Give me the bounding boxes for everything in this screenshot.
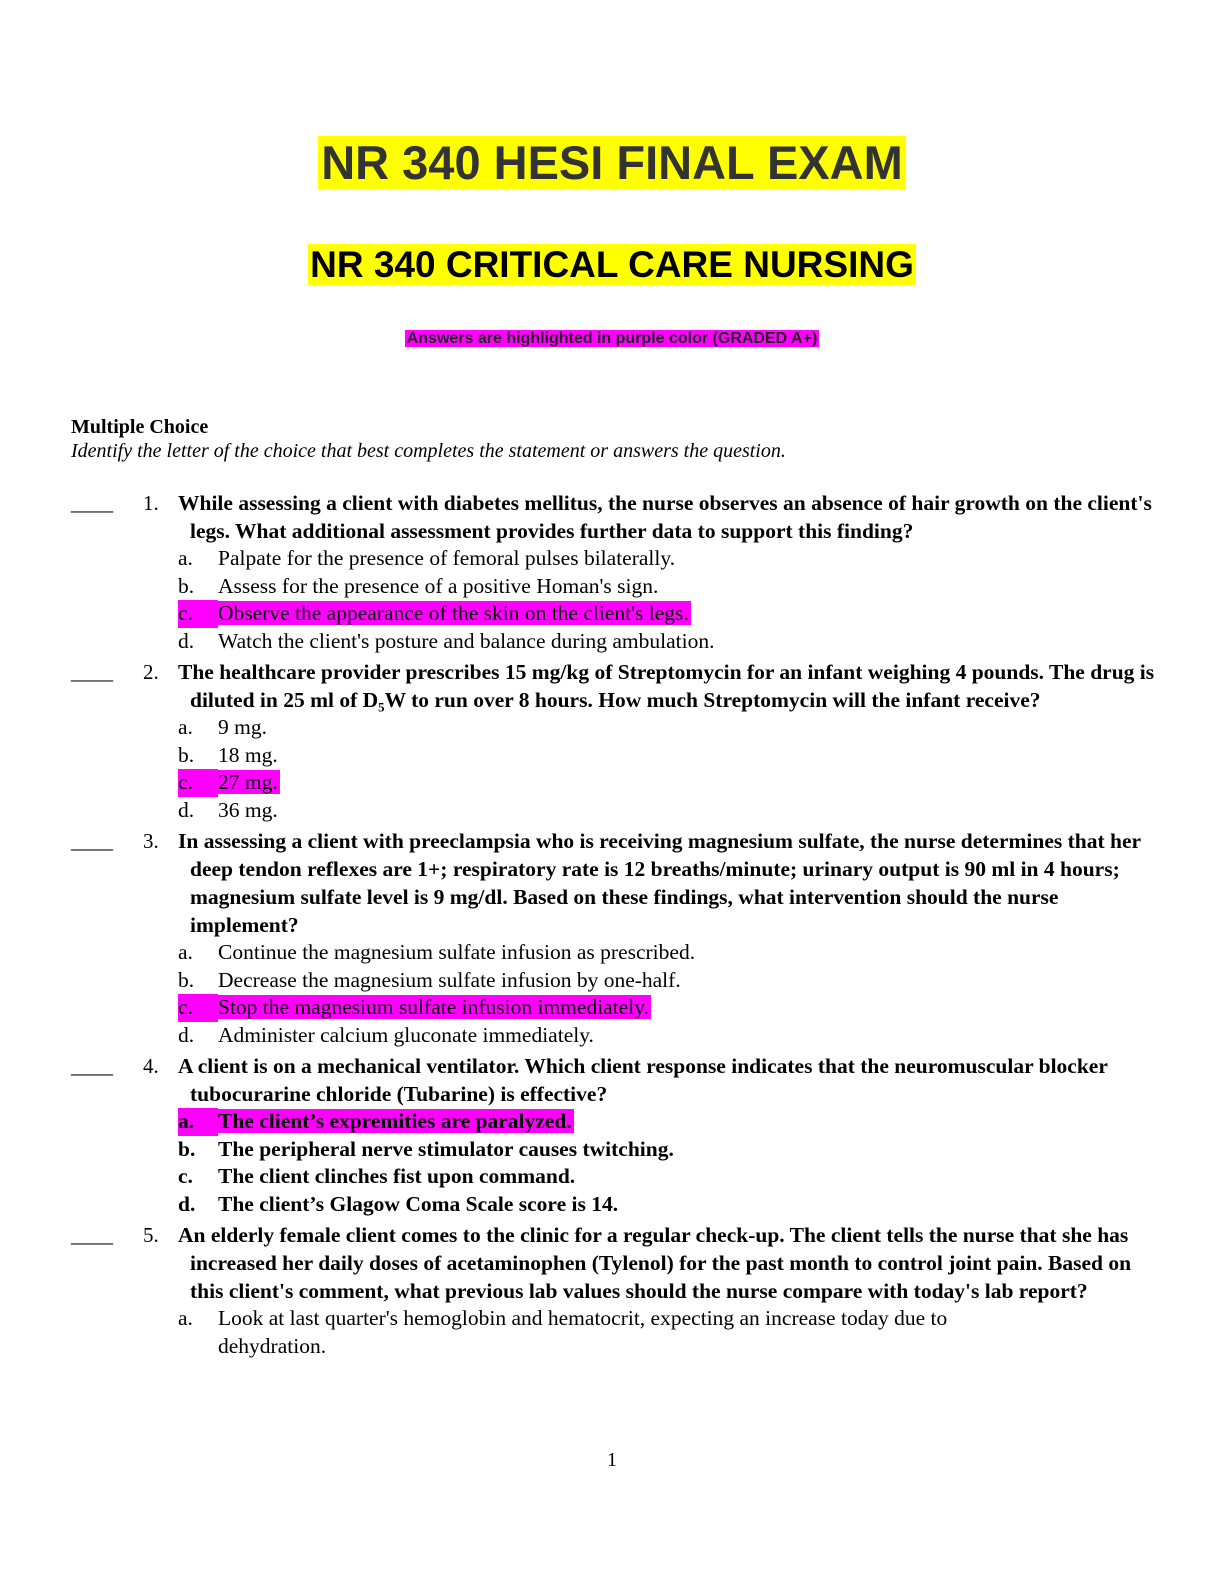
document-subtitle: NR 340 CRITICAL CARE NURSING	[308, 244, 916, 285]
title-line: NR 340 HESI FINAL EXAM	[0, 134, 1224, 192]
choice-c-correct-answer[interactable]: c. Stop the magnesium sulfate infusion i…	[178, 994, 1161, 1022]
choice-list: a. Continue the magnesium sulfate infusi…	[178, 939, 1161, 1049]
choice-b[interactable]: b. 18 mg.	[178, 742, 1161, 770]
choice-c[interactable]: c. The client clinches fist upon command…	[178, 1163, 1161, 1191]
choice-d[interactable]: d. 36 mg.	[178, 797, 1161, 825]
choice-letter: c.	[178, 1164, 193, 1188]
choice-text: The client’s Glagow Coma Scale score is …	[218, 1191, 619, 1216]
choice-list: a. The client’s expremities are paralyze…	[178, 1108, 1161, 1218]
answer-blank[interactable]: ____	[71, 829, 113, 853]
choice-text: 9 mg.	[218, 715, 267, 739]
choice-list: a. Look at last quarter's hemoglobin and…	[178, 1305, 1161, 1360]
answer-blank[interactable]: ____	[71, 1054, 113, 1078]
choice-letter: a.	[178, 1108, 218, 1136]
question-2: ____ 2. The healthcare provider prescrib…	[71, 658, 1161, 824]
choice-text: Stop the magnesium sulfate infusion imme…	[218, 995, 651, 1019]
choice-c-correct-answer[interactable]: c. Observe the appearance of the skin on…	[178, 600, 1161, 628]
question-number: 2.	[143, 660, 159, 684]
question-number: 3.	[143, 829, 159, 853]
section-header: Multiple Choice Identify the letter of t…	[71, 415, 786, 463]
answer-blank[interactable]: ____	[71, 1223, 113, 1247]
choice-a[interactable]: a. Look at last quarter's hemoglobin and…	[178, 1305, 1161, 1360]
choice-text: 36 mg.	[218, 797, 278, 822]
section-heading: Multiple Choice	[71, 416, 209, 438]
choice-letter: d.	[178, 1191, 196, 1216]
choice-letter: c.	[178, 769, 218, 797]
choice-list: a. Palpate for the presence of femoral p…	[178, 545, 1161, 655]
question-number: 1.	[143, 491, 159, 515]
choice-letter: d.	[178, 1022, 195, 1047]
document-title: NR 340 HESI FINAL EXAM	[318, 136, 906, 189]
answer-note: Answers are highlighted in purple color …	[404, 330, 820, 347]
choice-text: Assess for the presence of a positive Ho…	[218, 573, 659, 598]
question-number: 4.	[143, 1054, 159, 1078]
choice-b[interactable]: b. Assess for the presence of a positive…	[178, 573, 1161, 601]
choice-letter: b.	[178, 1136, 196, 1161]
choice-text: Palpate for the presence of femoral puls…	[218, 546, 676, 570]
question-5: ____ 5. An elderly female client comes t…	[71, 1221, 1161, 1360]
choice-c-correct-answer[interactable]: c. 27 mg.	[178, 769, 1161, 797]
choice-a[interactable]: a. 9 mg.	[178, 714, 1161, 742]
choice-letter: b.	[178, 573, 195, 598]
question-stem: In assessing a client with preeclampsia …	[178, 829, 1141, 937]
choice-b[interactable]: b. Decrease the magnesium sulfate infusi…	[178, 967, 1161, 995]
choice-letter: d.	[178, 797, 195, 822]
note-line: Answers are highlighted in purple color …	[0, 329, 1224, 349]
question-number: 5.	[143, 1223, 159, 1247]
choice-letter: d.	[178, 628, 195, 653]
question-stem: The healthcare provider prescribes 15 mg…	[178, 660, 1155, 712]
choice-letter: c.	[178, 600, 218, 628]
question-3: ____ 3. In assessing a client with preec…	[71, 827, 1161, 1049]
choice-text: Decrease the magnesium sulfate infusion …	[218, 967, 681, 992]
choice-a[interactable]: a. Palpate for the presence of femoral p…	[178, 545, 1161, 573]
choice-text: 27 mg.	[218, 770, 280, 794]
choice-text: Observe the appearance of the skin on th…	[218, 601, 691, 625]
question-4: ____ 4. A client is on a mechanical vent…	[71, 1052, 1161, 1218]
choice-letter: b.	[178, 967, 195, 992]
choice-letter: a.	[178, 546, 193, 570]
page-number: 1	[607, 1449, 617, 1471]
choice-letter: a.	[178, 940, 193, 964]
choice-a[interactable]: a. Continue the magnesium sulfate infusi…	[178, 939, 1161, 967]
choice-text: Administer calcium gluconate immediately…	[218, 1022, 594, 1047]
choice-list: a. 9 mg. b. 18 mg. c. 27 mg. d. 36 mg.	[178, 714, 1161, 824]
question-stem: A client is on a mechanical ventilator. …	[178, 1054, 1108, 1106]
choice-text: The client clinches fist upon command.	[218, 1164, 576, 1188]
choice-d[interactable]: d. Watch the client's posture and balanc…	[178, 628, 1161, 656]
answer-blank[interactable]: ____	[71, 660, 113, 684]
choice-text: Look at last quarter's hemoglobin and he…	[218, 1306, 948, 1358]
choice-letter: a.	[178, 715, 193, 739]
choice-a-correct-answer[interactable]: a. The client’s expremities are paralyze…	[178, 1108, 1161, 1136]
question-stem: An elderly female client comes to the cl…	[178, 1223, 1132, 1303]
subtitle-line: NR 340 CRITICAL CARE NURSING	[0, 241, 1224, 289]
choice-d[interactable]: d. The client’s Glagow Coma Scale score …	[178, 1191, 1161, 1219]
choice-letter: c.	[178, 994, 218, 1022]
question-stem: While assessing a client with diabetes m…	[178, 491, 1152, 543]
choice-text: The peripheral nerve stimulator causes t…	[218, 1136, 674, 1161]
choice-text: Continue the magnesium sulfate infusion …	[218, 940, 696, 964]
choice-text: Watch the client's posture and balance d…	[218, 628, 715, 653]
choice-text: The client’s expremities are paralyzed.	[218, 1109, 574, 1133]
choice-b[interactable]: b. The peripheral nerve stimulator cause…	[178, 1136, 1161, 1164]
section-instructions: Identify the letter of the choice that b…	[71, 440, 786, 462]
choice-text: 18 mg.	[218, 742, 278, 767]
question-1: ____ 1. While assessing a client with di…	[71, 489, 1161, 655]
question-list: ____ 1. While assessing a client with di…	[71, 489, 1161, 1363]
choice-letter: b.	[178, 742, 195, 767]
answer-blank[interactable]: ____	[71, 491, 113, 515]
choice-d[interactable]: d. Administer calcium gluconate immediat…	[178, 1022, 1161, 1050]
choice-letter: a.	[178, 1306, 193, 1330]
